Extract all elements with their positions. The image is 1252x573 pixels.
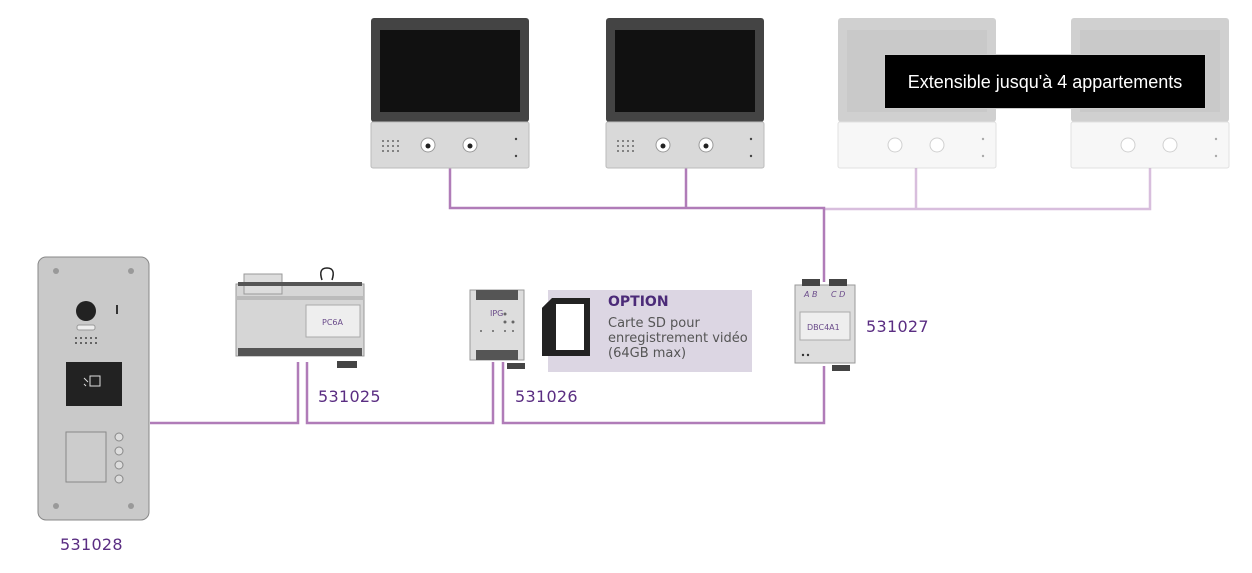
door-station-code: 531028 — [60, 535, 123, 554]
option-description: Carte SD pour enregistrement vidéo (64GB… — [608, 316, 748, 361]
distributor-code: 531027 — [866, 317, 929, 336]
monitor-2 — [605, 18, 765, 169]
distributor-icon: A B C D DBC4A1 — [794, 279, 856, 371]
ipg-code: 531026 — [515, 387, 578, 406]
ip-gateway-icon: IPG — [469, 289, 525, 369]
wires-faded — [824, 168, 1152, 211]
wires — [150, 168, 826, 425]
ipg-label: IPG — [490, 309, 503, 318]
power-supply-code: 531025 — [318, 387, 381, 406]
monitor-1 — [370, 18, 530, 169]
extension-callout: Extensible jusqu'à 4 appartements — [884, 54, 1206, 109]
option-title: OPTION — [608, 294, 669, 310]
terminals-ab-label: A B — [803, 290, 818, 299]
terminals-cd-label: C D — [831, 290, 845, 299]
power-supply-icon: PC6A — [235, 267, 365, 368]
distributor-label: DBC4A1 — [807, 323, 840, 332]
power-supply-label: PC6A — [322, 318, 344, 327]
door-station-icon — [37, 256, 150, 521]
